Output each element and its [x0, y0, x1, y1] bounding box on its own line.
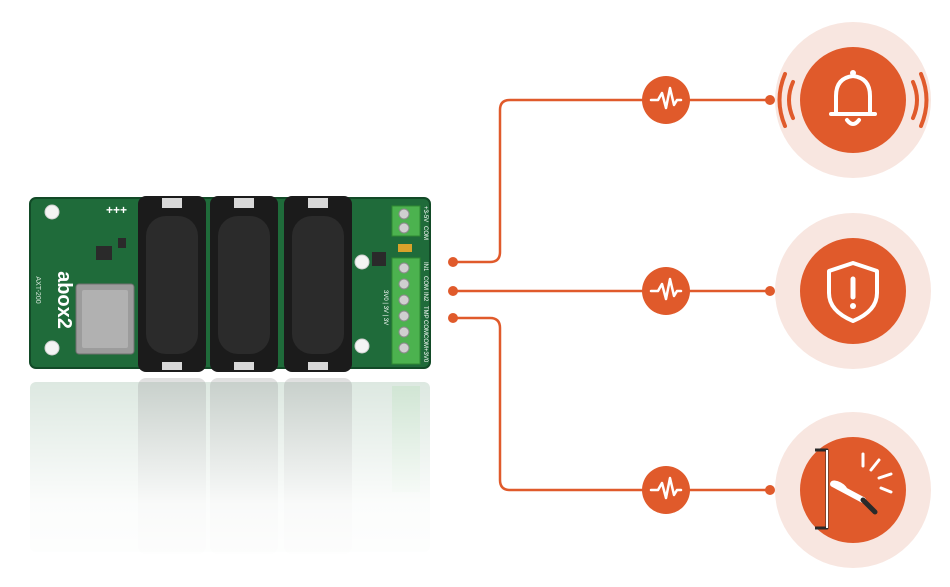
shield-warning-icon: [775, 213, 931, 369]
pulse-icon: [642, 466, 690, 514]
model-text: AXT-200: [34, 276, 41, 303]
terminal-label: COM: [422, 334, 428, 348]
battery-holder-3: [284, 196, 352, 372]
terminal-label: TMP: [422, 306, 428, 319]
wire-end-dot: [765, 95, 775, 105]
side-label: 3V0 | 3V | 3V: [382, 290, 388, 325]
bell-alarm-icon: [775, 22, 931, 178]
terminal-label: IN1: [422, 262, 428, 272]
pulse-icon: [642, 76, 690, 124]
terminal-block-top: [391, 205, 421, 237]
wires: [453, 98, 770, 492]
mounting-hole: [44, 204, 60, 220]
plus-marks: +++: [106, 203, 127, 217]
mounting-hole: [354, 254, 370, 270]
wire-start-dot: [448, 257, 458, 267]
terminal-label: COM: [422, 276, 428, 290]
chip: [96, 246, 112, 260]
wire-3: [453, 316, 770, 492]
terminal-block-bottom: [391, 257, 421, 365]
brand-text: abox2: [53, 271, 75, 329]
terminal-label: +3V0: [422, 348, 428, 363]
wire-start-dot: [448, 313, 458, 323]
wire-end-dot: [765, 286, 775, 296]
terminal-label: COM: [422, 320, 428, 334]
battery-holder-1: [138, 196, 206, 372]
chip: [398, 244, 412, 252]
terminal-label: IN2: [422, 292, 428, 302]
chip: [118, 238, 126, 248]
tamper-wall-icon: [775, 412, 931, 568]
battery-holder-2: [210, 196, 278, 372]
wire-1: [453, 98, 770, 264]
pulse-icon: [642, 267, 690, 315]
mounting-hole: [354, 338, 370, 354]
pcb-board: abox2 AXT-200 +++: [29, 196, 431, 372]
chip: [372, 252, 386, 266]
wire-end-dot: [765, 485, 775, 495]
wire-start-dot: [448, 286, 458, 296]
mounting-hole: [44, 340, 60, 356]
terminal-label: COM: [422, 226, 428, 240]
terminal-label: +3-5V: [422, 206, 428, 222]
